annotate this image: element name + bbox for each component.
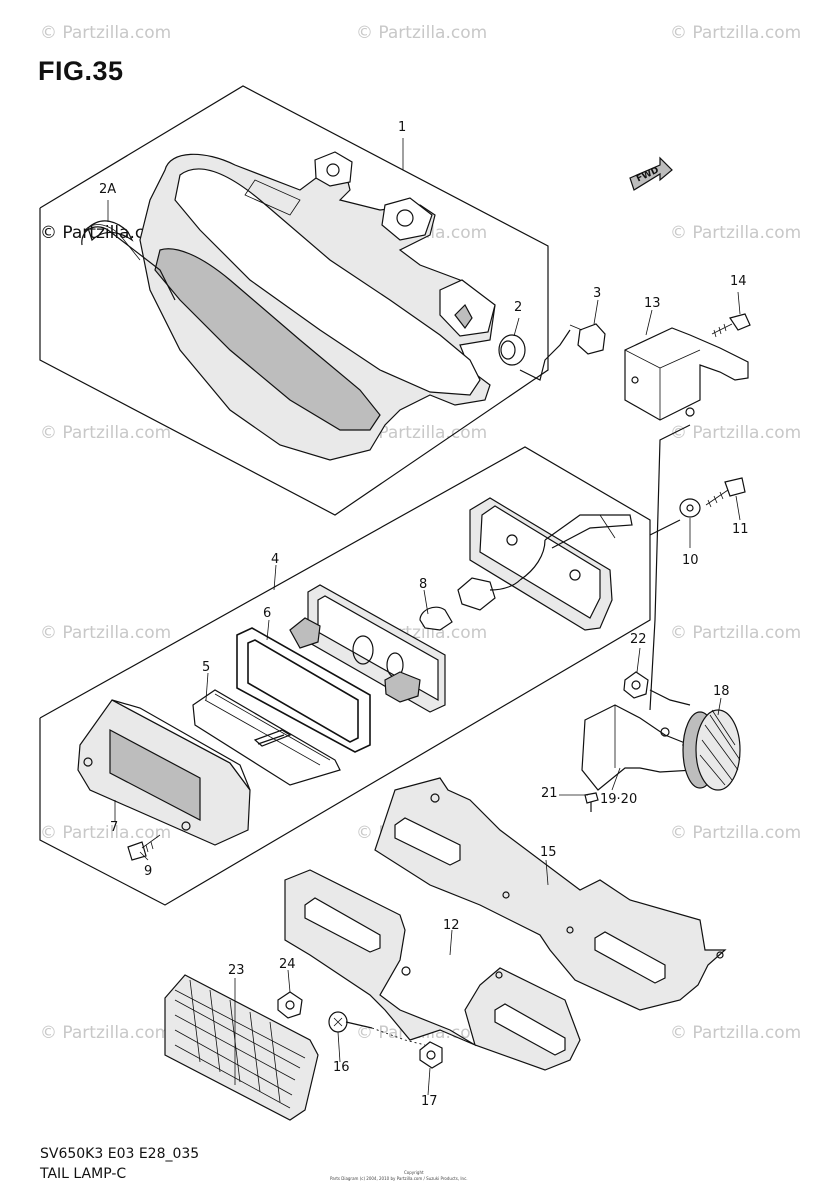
callout-label: 24 (279, 957, 296, 972)
callout-label: 2A (99, 182, 117, 197)
fwd-arrow-icon (630, 158, 672, 190)
nut-22 (624, 672, 648, 698)
callout-label: 14 (730, 274, 747, 289)
callout-label: 16 (333, 1060, 350, 1075)
lens-5 (193, 690, 340, 785)
watermark: © Partzilla.com (40, 623, 172, 643)
callout-label: 18 (713, 684, 730, 699)
callout-label: 2 (514, 300, 523, 315)
washer-10 (680, 499, 700, 517)
watermark: © Partzilla.com (356, 423, 488, 443)
callout-label: 4 (271, 552, 280, 567)
socket (458, 578, 520, 610)
callout-label: 12 (443, 918, 460, 933)
leader-lines (108, 138, 740, 1095)
callout-label: 5 (202, 660, 211, 675)
copyright-line-2: Parts Diagram (c) 2004, 2010 by Partzill… (330, 1176, 468, 1181)
watermark: © Partzilla.com (670, 1023, 802, 1043)
bolt-21 (585, 793, 598, 812)
watermark: © Partzilla.com (670, 223, 802, 243)
nut-24 (278, 992, 302, 1018)
grommet-2 (499, 335, 525, 365)
light-unit (290, 585, 445, 712)
bracket-15 (375, 778, 725, 1010)
callout-label: 1 (398, 120, 407, 135)
copyright-line-1: Copyright (404, 1170, 424, 1175)
callout-label: 7 (110, 820, 119, 835)
assembly-box-1 (40, 86, 548, 515)
screw-11 (706, 478, 745, 507)
figure-title: FIG.35 (38, 56, 124, 86)
tail-lamp-housing (82, 152, 495, 460)
screw-16 (329, 1012, 372, 1032)
callout-label: 9 (144, 864, 153, 879)
callout-label: 17 (421, 1094, 438, 1109)
screw-14 (712, 314, 750, 337)
callout-label: 23 (228, 963, 245, 978)
watermark: © Partzilla.com (40, 823, 172, 843)
callout-label: 8 (419, 577, 428, 592)
assembly-box-4 (40, 447, 650, 905)
watermark: © Partzilla.com (40, 1023, 172, 1043)
watermark: © Partzilla.com (670, 23, 802, 43)
bracket-13 (625, 328, 748, 420)
section-name: TAIL LAMP-C (40, 1166, 127, 1182)
license-lamp-housing (470, 498, 632, 630)
bracket-12 (285, 870, 580, 1070)
model-code: SV650K3 E03 E28_035 (40, 1146, 200, 1162)
watermark: © Partzilla.com (670, 823, 802, 843)
gasket-6 (237, 628, 370, 752)
reflector-18 (683, 710, 740, 790)
watermark: © Partzilla.com (356, 23, 488, 43)
callout-label: 11 (732, 522, 749, 537)
callout-label: 22 (630, 632, 647, 647)
watermark: © Partzilla.com (670, 623, 802, 643)
callout-label: 21 (541, 786, 558, 801)
pad-2A (88, 221, 132, 240)
callout-label: 10 (682, 553, 699, 568)
callout-label: 15 (540, 845, 557, 860)
watermark: © Partzilla.com (670, 423, 802, 443)
nut-17 (420, 1042, 442, 1068)
callout-label: 13 (644, 296, 661, 311)
bulb-8 (420, 607, 452, 630)
nut-3 (570, 324, 605, 354)
screw-9 (128, 835, 160, 860)
callout-label: 19·20 (600, 792, 638, 807)
watermark: © Partzilla.com (40, 423, 172, 443)
watermark: © Partzilla.com (40, 23, 172, 43)
tail-lens-7 (78, 700, 250, 845)
callout-label: 6 (263, 606, 272, 621)
bracket-19-20 (582, 705, 700, 790)
callout-label: 3 (593, 286, 602, 301)
